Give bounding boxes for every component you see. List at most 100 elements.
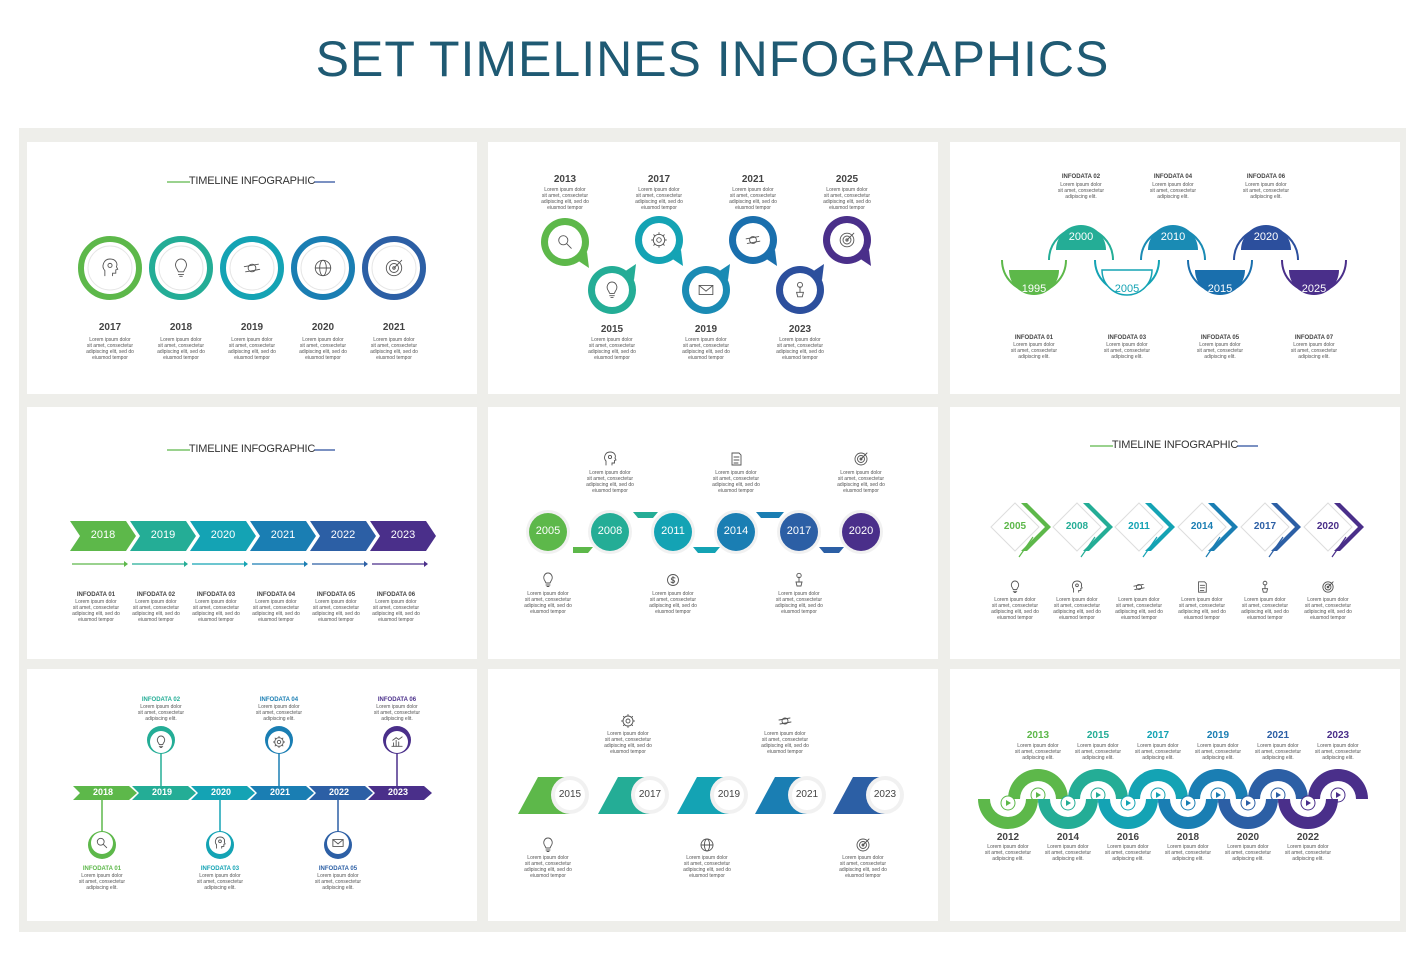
infodata-label: INFODATA 05 [1200,335,1240,341]
target-icon [854,452,868,466]
loop-ring [78,236,142,300]
year-label: 2023 [390,529,416,541]
arrow-edge [1271,503,1301,551]
year-label: 2018 [169,322,193,333]
infodata-label: INFODATA 03 [200,866,240,872]
year-label: 2020 [210,529,236,541]
description-text: Lorem ipsum dolor sit amet, consectetur … [1194,743,1242,761]
play-icon [1036,792,1041,798]
panel-heading: TIMELINE INFOGRAPHIC [188,443,316,455]
chevron [310,521,376,551]
diamond [1177,502,1227,552]
wave-arch [1188,769,1248,799]
pin-disc [150,731,172,753]
year-label: 2021 [795,789,819,800]
description-text: Lorem ipsum dolor sit amet, consectetur … [373,704,421,722]
year-label-bottom: 2022 [1296,832,1320,843]
year-label: 2008 [1065,521,1089,532]
infodata-label: INFODATA 04 [259,697,299,703]
panel-heading: TIMELINE INFOGRAPHIC [1111,439,1239,451]
arrow-segment [191,786,255,800]
search-icon [96,837,108,849]
play-icon [1006,800,1011,806]
bulb-icon [543,837,553,852]
diamond [990,502,1040,552]
pin-disc [386,731,408,753]
infodata-label: INFODATA 01 [76,592,116,598]
plant-icon [795,281,805,298]
target-icon [839,232,855,248]
year-disc [792,780,822,810]
infodata-label: INFODATA 05 [316,592,356,598]
bulb-icon [1010,580,1020,594]
year-label: 2017 [1253,521,1277,532]
year-label: 2022 [328,787,350,797]
bubble-tail [765,250,777,266]
wave-arch [1308,769,1368,799]
year-label: 2023 [788,324,812,335]
infodata-label: INFODATA 01 [1014,335,1054,341]
bubble-disc [736,223,770,257]
wave-arch [1068,769,1128,799]
bubble-disc [689,273,723,307]
year-label: 2019 [151,787,173,797]
year-cap [1056,225,1106,250]
wave-trough [1218,799,1278,829]
leader [1142,536,1158,558]
year-label-bottom: 2014 [1056,832,1080,843]
connector [693,547,720,553]
year-label: 2014 [1190,521,1214,532]
description-text: Lorem ipsum dolor sit amet, consectetur … [1010,342,1058,360]
infodata-label: INFODATA 02 [1061,174,1101,180]
description-text: Lorem ipsum dolor sit amet, consectetur … [1242,182,1290,200]
year-label: 2020 [1316,521,1340,532]
chevron [130,521,196,551]
year-disc [714,780,744,810]
infodata-label: INFODATA 07 [1294,335,1334,341]
infodata-label: INFODATA 04 [1153,174,1193,180]
description-text: Lorem ipsum dolor sit amet, consectetur … [1290,342,1338,360]
description-text: Lorem ipsum dolor sit amet, consectetur … [196,873,244,891]
target-icon [385,259,403,277]
year-label: 2021 [382,322,406,333]
globe-icon [314,259,332,277]
money-cycle-icon [1133,583,1145,591]
pin-disc [91,832,113,854]
year-circle [654,513,692,551]
panel-graphic [990,445,1364,594]
description-text: Lorem ipsum dolor sit amet, consectetur … [524,855,572,879]
bulb-icon [175,258,187,277]
arrow-edge [1083,503,1113,551]
description-text: Lorem ipsum dolor sit amet, consectetur … [604,731,652,755]
year-label: 2017 [647,174,671,185]
chevron [70,521,136,551]
description-text: Lorem ipsum dolor sit amet, consectetur … [683,855,731,879]
head-icon [214,836,226,849]
year-label-top: 2019 [1206,730,1230,741]
year-label: 2021 [741,174,765,185]
arrow-segment [368,786,432,800]
description-text: Lorem ipsum dolor sit amet, consectetur … [649,591,697,615]
money-cycle-icon [778,717,792,725]
leader [1080,536,1096,558]
description-text: Lorem ipsum dolor sit amet, consectetur … [1057,182,1105,200]
money-cycle-icon [243,263,261,273]
connector [756,512,784,518]
year-label-bottom: 2012 [996,832,1020,843]
year-label: 2010 [1160,231,1186,243]
bubble-tail [812,264,824,280]
description-text: Lorem ipsum dolor sit amet, consectetur … [86,337,134,361]
year-cap [1148,225,1198,250]
description-text: Lorem ipsum dolor sit amet, consectetur … [299,337,347,361]
infodata-label: INFODATA 03 [1107,335,1147,341]
year-disc [635,780,665,810]
play-icon [1336,792,1341,798]
description-text: Lorem ipsum dolor sit amet, consectetur … [314,873,362,891]
year-label-top: 2017 [1146,730,1170,741]
description-text: Lorem ipsum dolor sit amet, consectetur … [1254,743,1302,761]
gear-icon [621,714,635,728]
leader [1268,536,1284,558]
